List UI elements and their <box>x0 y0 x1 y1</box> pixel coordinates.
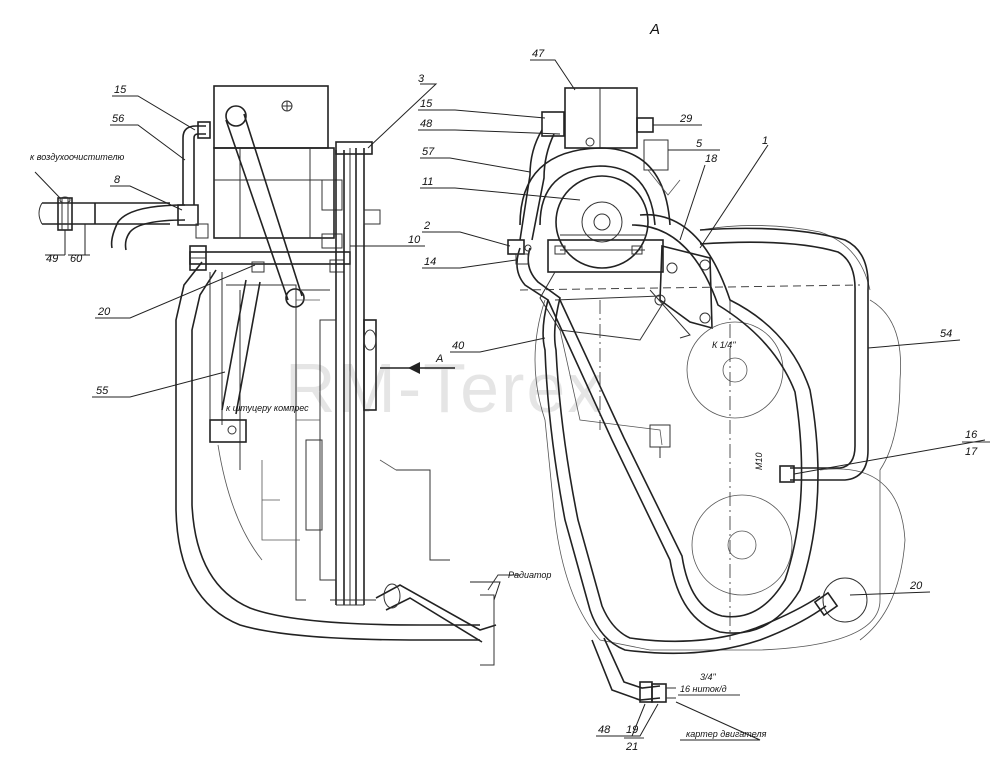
callout-48b: 48 <box>598 724 611 736</box>
pulley-column <box>296 141 381 606</box>
pipe-48 <box>591 637 676 703</box>
callout-49: 49 <box>46 253 58 265</box>
callout-47: 47 <box>532 48 545 60</box>
engine-outline <box>519 225 906 651</box>
crankcase-label: картер двигателя <box>686 729 767 739</box>
left-callouts: 15 56 8 к воздухоочистителю 49 60 20 55 … <box>30 73 551 601</box>
callout-3: 3 <box>418 73 425 85</box>
callout-54: 54 <box>940 328 952 340</box>
callout-20: 20 <box>97 306 111 318</box>
compressor-head <box>541 87 669 171</box>
radiator-label: Радиатор <box>508 570 551 580</box>
callout-15: 15 <box>114 84 127 96</box>
air-cleaner-label: к воздухоочистителю <box>30 152 125 162</box>
mount-bracket <box>539 271 671 458</box>
callout-8: 8 <box>114 174 121 186</box>
callout-17: 17 <box>965 446 978 458</box>
section-marker: A <box>435 353 443 365</box>
callout-11: 11 <box>422 176 433 188</box>
left-side-view: A 15 56 8 к воздухоочистителю 49 60 20 5… <box>30 73 551 666</box>
tube-56 <box>177 121 211 239</box>
callout-56: 56 <box>112 113 125 125</box>
upper-bracket <box>213 85 343 239</box>
cross-bar <box>189 233 351 273</box>
pipe-40 <box>516 247 839 655</box>
threads-per-inch-label: 16 ниток/д <box>680 684 727 694</box>
right-callouts: 47 15 48 57 11 2 14 40 29 5 18 1 <box>418 48 990 753</box>
callout-48: 48 <box>420 118 433 130</box>
view-label: A <box>649 21 660 38</box>
callout-40: 40 <box>452 340 465 352</box>
drive-belt <box>547 213 819 634</box>
callout-14: 14 <box>424 256 436 268</box>
radiator-pipe <box>375 459 520 666</box>
callout-5: 5 <box>696 138 703 150</box>
section-arrow: A <box>380 353 455 374</box>
thread-m10-label: М10 <box>754 452 764 470</box>
callout-57: 57 <box>422 146 435 158</box>
callout-19: 19 <box>626 724 638 736</box>
thread-34-label: 3/4" <box>700 672 717 682</box>
callout-1: 1 <box>762 135 768 147</box>
callout-16: 16 <box>965 429 978 441</box>
callout-10: 10 <box>408 234 421 246</box>
diagonal-rod <box>225 105 305 308</box>
fitting-left <box>507 239 532 265</box>
body-frame <box>209 272 330 601</box>
thread-k14-label: К 1/4" <box>712 340 736 350</box>
return-pipe-55 <box>175 261 480 641</box>
callout-15b: 15 <box>420 98 433 110</box>
air-cleaner-pipe <box>38 196 186 251</box>
callout-21: 21 <box>625 741 638 753</box>
callout-2: 2 <box>423 220 430 232</box>
bracket-plate <box>649 244 713 339</box>
callout-55: 55 <box>96 385 109 397</box>
right-view-A: A <box>418 21 990 753</box>
compressor-label: к штуцеру компрес <box>226 403 309 413</box>
callout-18: 18 <box>705 153 718 165</box>
pipe-57 <box>519 129 555 241</box>
pipe-54 <box>699 227 869 483</box>
callout-60: 60 <box>70 253 83 265</box>
callout-29: 29 <box>679 113 692 125</box>
callout-20b: 20 <box>909 580 923 592</box>
